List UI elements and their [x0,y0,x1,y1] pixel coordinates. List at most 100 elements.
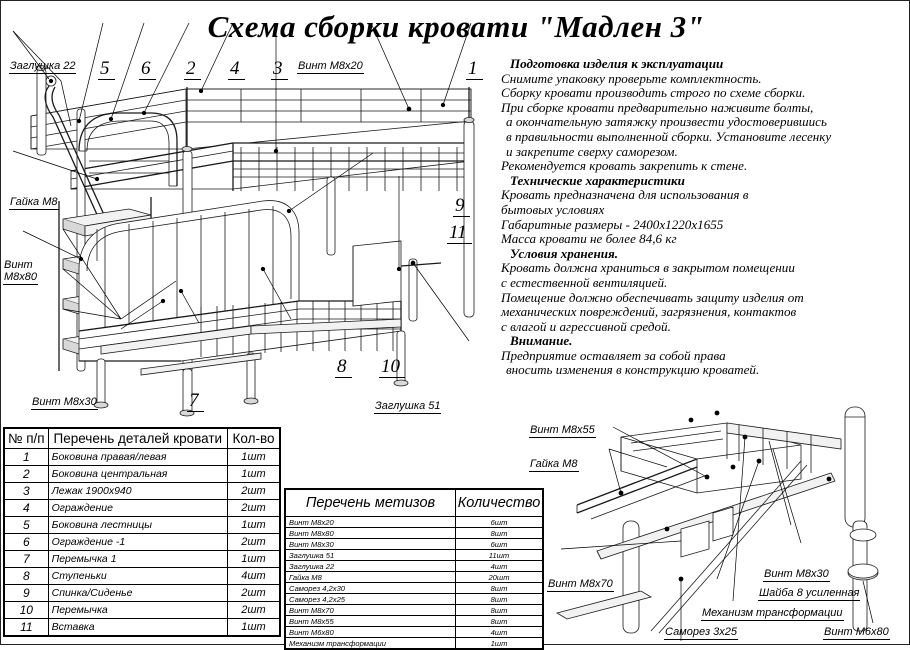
callout-11: 11 [447,223,472,244]
part-qty: 2шт [227,533,280,551]
part-qty: 1шт [227,465,280,483]
part-qty: 1шт [227,448,280,466]
instr-s2-l3: Масса кровати не более 84,6 кг [501,231,677,247]
part-no: 5 [4,516,49,534]
instr-heading-attention: Внимание. [510,333,573,349]
part-qty: 1шт [227,618,280,636]
instr-s2-l1: бытовых условиях [501,201,605,217]
instr-s3-l2: Помещение должно обеспечивать защиту изд… [501,289,804,305]
parts-table-header-row: № п/п Перечень деталей кровати Кол-во [4,428,280,449]
callout-vint-m8x80-left-line2: М8х80 [3,271,39,285]
part-name: Ступеньки [47,567,229,585]
callout-gayka-m8-left: Гайка М8 [9,196,59,210]
page-title: Схема сборки кровати "Мадлен 3" [207,9,705,44]
metiz-name: Винт М8х30 [285,538,456,550]
instr-s2-l2: Габаритные размеры - 2400х1220х1655 [501,216,724,232]
metiz-name: Винт М8х80 [285,527,456,539]
metiz-header-name: Перечень метизов [285,489,456,517]
callout-zaglushka-22: Заглушка 22 [9,60,77,74]
part-name: Боковина центральная [47,465,229,483]
callout-vint-m8x30-left: Винт М8х30 [31,396,98,410]
callout-7: 7 [187,391,204,412]
parts-header-name: Перечень деталей кровати [47,428,229,449]
part-qty: 2шт [227,584,280,602]
metiz-name: Гайка М8 [285,571,456,583]
callout-1: 1 [466,59,483,80]
part-name: Вставка [47,618,229,636]
part-name: Боковина правая/левая [47,448,229,466]
instr-s1-l5: и закрепите сверху саморезом. [506,143,678,159]
part-no: 10 [4,601,49,619]
instr-s1-l6: Рекомендуется кровать закрепить к стене. [501,158,748,174]
part-name: Ограждение [47,499,229,517]
instr-s3-l1: с естественной вентиляцией. [501,274,668,290]
instr-s3-l3: механических повреждений, загрязнения, к… [501,304,797,320]
metiz-name: Саморез 4,2х25 [285,593,456,605]
part-no: 9 [4,584,49,602]
part-no: 2 [4,465,49,483]
callout-vint-m8x80-left-line1: Винт [4,259,33,271]
part-name: Спинка/Сиденье [47,584,229,602]
part-no: 6 [4,533,49,551]
part-name: Боковина лестницы [47,516,229,534]
detail-callout-gayka-m8: Гайка М8 [529,458,579,472]
bunk-bed-isometric-drawing [12,22,475,417]
instr-s4-l0: Предприятие оставляет за собой права [501,347,726,363]
metiz-name: Саморез 4,2х30 [285,582,456,594]
part-name: Перемычка 1 [47,550,229,568]
part-no: 11 [4,618,49,636]
detail-callout-vint-m8x30: Винт М8х30 [763,568,830,582]
callout-9: 9 [453,196,470,217]
part-name: Перемычка [47,601,229,619]
detail-callout-samorez-3x25: Саморез 3х25 [664,626,738,640]
detail-callout-vint-m8x55: Винт М8х55 [529,424,596,438]
part-no: 4 [4,499,49,517]
callout-5: 5 [98,59,115,80]
instr-s1-l4: в правильности выполненной сборки. Устан… [506,128,832,144]
part-qty: 2шт [227,601,280,619]
metiz-name: Винт М8х70 [285,604,456,616]
callout-vint-m8x20: Винт М8х20 [297,60,364,74]
part-no: 8 [4,567,49,585]
metiz-name: Механизм трансформации [285,637,456,649]
instr-heading-specs: Технические характеристики [510,172,685,188]
instr-heading-storage: Условия хранения. [510,245,619,261]
part-qty: 1шт [227,516,280,534]
callout-10: 10 [379,357,405,378]
callout-8: 8 [335,357,352,378]
detail-callout-shayba-8: Шайба 8 усиленная [758,587,861,601]
parts-header-qty: Кол-во [227,428,280,449]
callout-6: 6 [139,59,156,80]
instr-s3-l4: с влагой и агрессивной средой. [501,318,671,334]
metiz-name: Заглушка 51 [285,549,456,561]
instr-s3-l0: Кровать должна храниться в закрытом поме… [501,260,795,276]
callout-zaglushka-51: Заглушка 51 [374,400,442,414]
parts-header-no: № п/п [4,428,49,449]
metiz-name: Винт М8х20 [285,516,456,528]
instr-s1-l0: Снимите упаковку проверьте комплектность… [501,70,762,86]
callout-2: 2 [184,59,201,80]
instr-s1-l2: При сборке кровати предварительно наживи… [501,99,814,115]
part-name: Лежак 1900х940 [47,482,229,500]
instr-s1-l3: а окончательную затяжку произвести удост… [506,114,827,130]
part-qty: 2шт [227,499,280,517]
